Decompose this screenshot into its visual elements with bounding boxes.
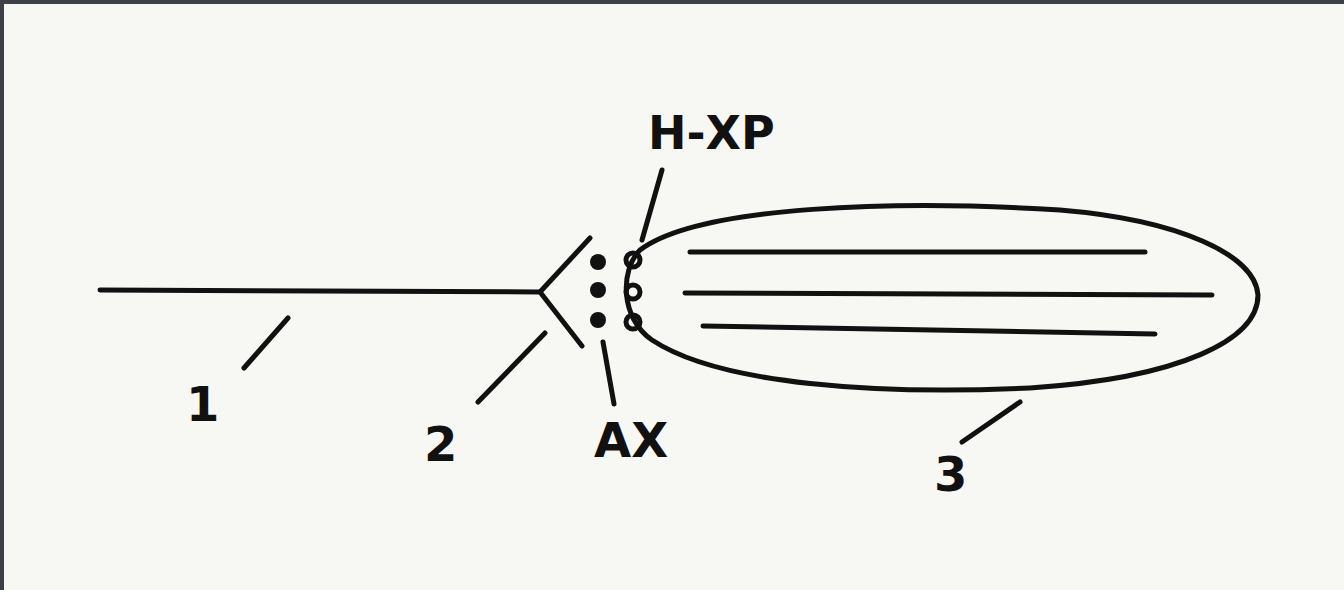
nerve-fiber (100, 290, 540, 292)
myofibril (703, 326, 1155, 334)
callout-number: 3 (934, 450, 967, 498)
myofibril (685, 293, 1212, 295)
leader-line (603, 342, 614, 404)
transmitter-vesicle (590, 254, 606, 270)
receptor (626, 253, 640, 267)
receptor-label: Н-ХР (648, 110, 775, 156)
leader-line (642, 170, 662, 240)
leader-line (244, 318, 288, 368)
callout-number: 2 (424, 420, 457, 468)
leader-line (962, 402, 1020, 442)
receptor (626, 285, 640, 299)
transmitter-vesicle (590, 282, 606, 298)
leader-line (478, 333, 545, 402)
drawing-sheet: Н-ХР АХ 1 2 3 (4, 4, 1344, 590)
transmitter-label: АХ (594, 416, 668, 464)
callout-number: 1 (186, 380, 219, 428)
axon-terminal (540, 238, 590, 346)
neuromuscular-junction-illustration (4, 4, 1344, 590)
muscle-fiber (626, 206, 1258, 390)
transmitter-vesicle (590, 312, 606, 328)
receptor (626, 315, 640, 329)
myofibril (690, 250, 1145, 255)
